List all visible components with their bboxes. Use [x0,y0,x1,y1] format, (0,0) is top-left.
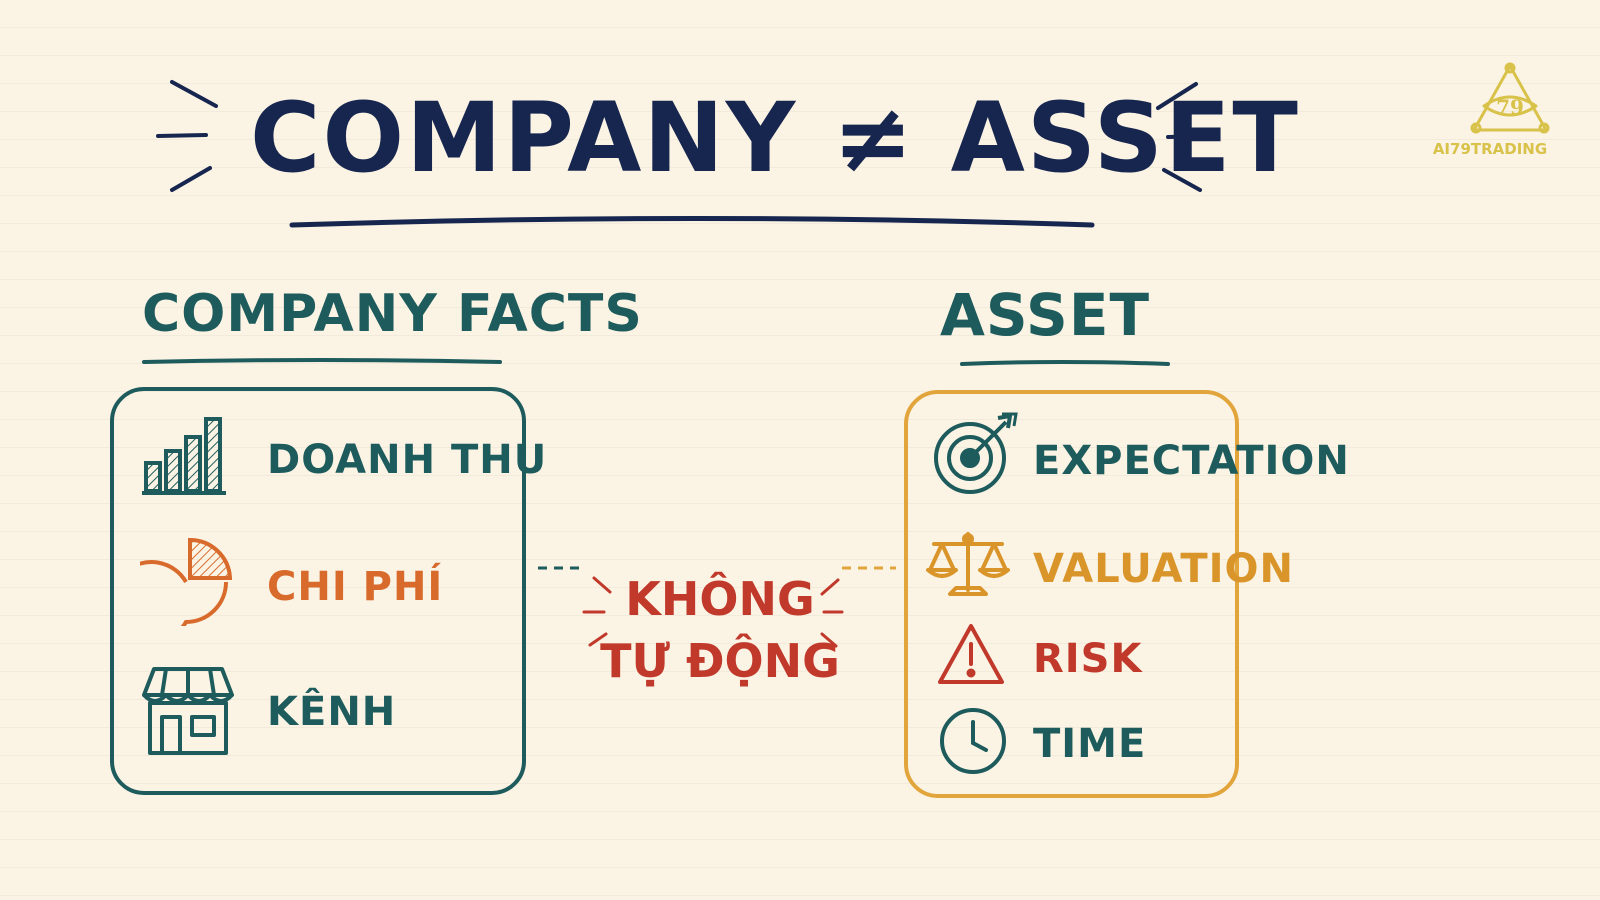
left-item-doanh-thu: DOANH THU [267,437,548,483]
right-item-risk: RISK [1033,636,1143,682]
burst-stroke-left-mid [156,133,208,138]
burst-stroke-right-top [1156,82,1198,110]
page-title: COMPANY ≠ ASSET [250,82,1300,194]
logo-text: AI79TRADING [1432,140,1548,158]
burst-stroke-right-mid [1166,134,1212,139]
target-icon [934,412,1018,494]
connector-label: KHÔNG TỰ ĐỘNG [575,568,865,692]
emphasis-stroke [592,576,612,594]
company-facts-box [110,387,526,795]
left-heading-underline [142,358,502,364]
emphasis-stroke [588,632,608,647]
title-underline [289,216,1095,228]
clock-icon [940,708,1006,774]
asset-box [904,390,1239,798]
connector-line-2: TỰ ĐỘNG [600,634,840,688]
burst-stroke-left-bottom [170,166,212,192]
warning-icon [938,624,1004,684]
storefront-icon [142,667,234,755]
scale-icon [926,532,1010,596]
emphasis-stroke [820,578,840,596]
right-item-time: TIME [1033,721,1147,767]
left-item-kenh: KÊNH [267,689,397,735]
asset-heading: ASSET [940,281,1151,349]
right-item-expectation: EXPECTATION [1033,438,1350,484]
connector-line-1: KHÔNG [625,572,815,626]
left-item-chi-phi: CHI PHÍ [267,564,444,610]
right-item-valuation: VALUATION [1033,546,1295,592]
emphasis-stroke [820,632,838,648]
right-heading-underline [960,360,1170,366]
company-facts-heading: COMPANY FACTS [142,284,643,344]
ai79trading-logo-icon: 79 [1470,62,1550,134]
burst-stroke-left-top [170,80,218,108]
burst-stroke-right-bottom [1162,168,1202,192]
pie-chart-icon [140,537,232,626]
logo-mark: 79 [1496,95,1524,119]
bar-chart-icon [142,417,226,495]
